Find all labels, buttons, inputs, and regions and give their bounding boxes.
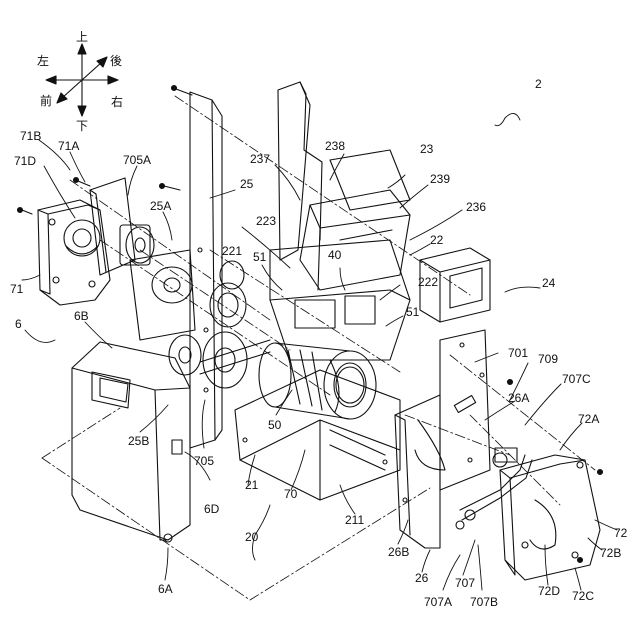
ref-label: 6B (74, 310, 89, 322)
ref-label: 26B (388, 546, 409, 558)
ref-label: 70 (284, 488, 297, 500)
ref-label: 26A (508, 392, 529, 404)
ref-label: 21 (245, 479, 258, 491)
ref-label: 2 (535, 78, 542, 90)
direction-down-label: 下 (76, 120, 88, 132)
ref-label: 71B (20, 130, 41, 142)
ref-label: 222 (418, 276, 438, 288)
ref-label: 705A (123, 154, 151, 166)
ref-label: 221 (222, 245, 242, 257)
direction-left-label: 左 (37, 55, 49, 67)
direction-right-label: 右 (111, 96, 123, 108)
direction-front-label: 前 (40, 95, 52, 107)
ref-label: 72 (614, 527, 627, 539)
ref-label: 223 (256, 215, 276, 227)
ref-label: 71A (58, 140, 79, 152)
ref-label: 50 (268, 419, 281, 431)
ref-label: 26 (415, 572, 428, 584)
ref-label: 6A (158, 583, 173, 595)
part-71A-bracket (74, 178, 136, 276)
ref-label: 707 (455, 577, 475, 589)
part-72-right-cover (500, 455, 603, 580)
ref-label: 72D (538, 585, 560, 597)
part-707-lever (456, 448, 532, 529)
ref-label: 25A (150, 200, 171, 212)
ref-label: 25B (128, 435, 149, 447)
ref-label: 72C (572, 590, 594, 602)
ref-label: 707B (470, 596, 498, 608)
ref-label: 707C (562, 373, 591, 385)
ref-label: 24 (542, 277, 555, 289)
ref-label: 71D (14, 155, 36, 167)
part-26-right-frame (395, 330, 513, 548)
ref-label: 6 (15, 318, 22, 330)
ref-label: 707A (424, 596, 452, 608)
direction-up-label: 上 (76, 31, 88, 43)
ref-label: 25 (240, 178, 253, 190)
ref-label: 71 (10, 283, 23, 295)
ref-label: 72B (600, 547, 621, 559)
part-25-left-frame (130, 86, 222, 449)
ref-label: 72A (578, 413, 599, 425)
ref-label: 20 (245, 531, 258, 543)
part-23-head-cover (278, 82, 410, 290)
ref-label: 22 (430, 234, 443, 246)
ref-label: 51 (406, 306, 419, 318)
part-71-left-cover (18, 200, 111, 305)
ref-label: 23 (420, 143, 433, 155)
ref-label: 238 (325, 140, 345, 152)
ref-label: 211 (345, 514, 364, 526)
ref-label: 6D (204, 503, 219, 515)
part-705-rollers (169, 332, 270, 388)
part-70-paper-roll (259, 343, 376, 419)
ref-label: 709 (538, 353, 558, 365)
ref-label: 237 (250, 153, 270, 165)
ref-label: 51 (253, 251, 266, 263)
ref-label: 701 (508, 347, 528, 359)
ref-label: 705 (194, 455, 214, 467)
direction-back-label: 後 (110, 55, 122, 67)
ref-label: 239 (430, 173, 450, 185)
ref-label: 40 (328, 249, 341, 261)
direction-compass-arrows-icon (46, 44, 118, 116)
ref-label: 236 (466, 201, 486, 213)
